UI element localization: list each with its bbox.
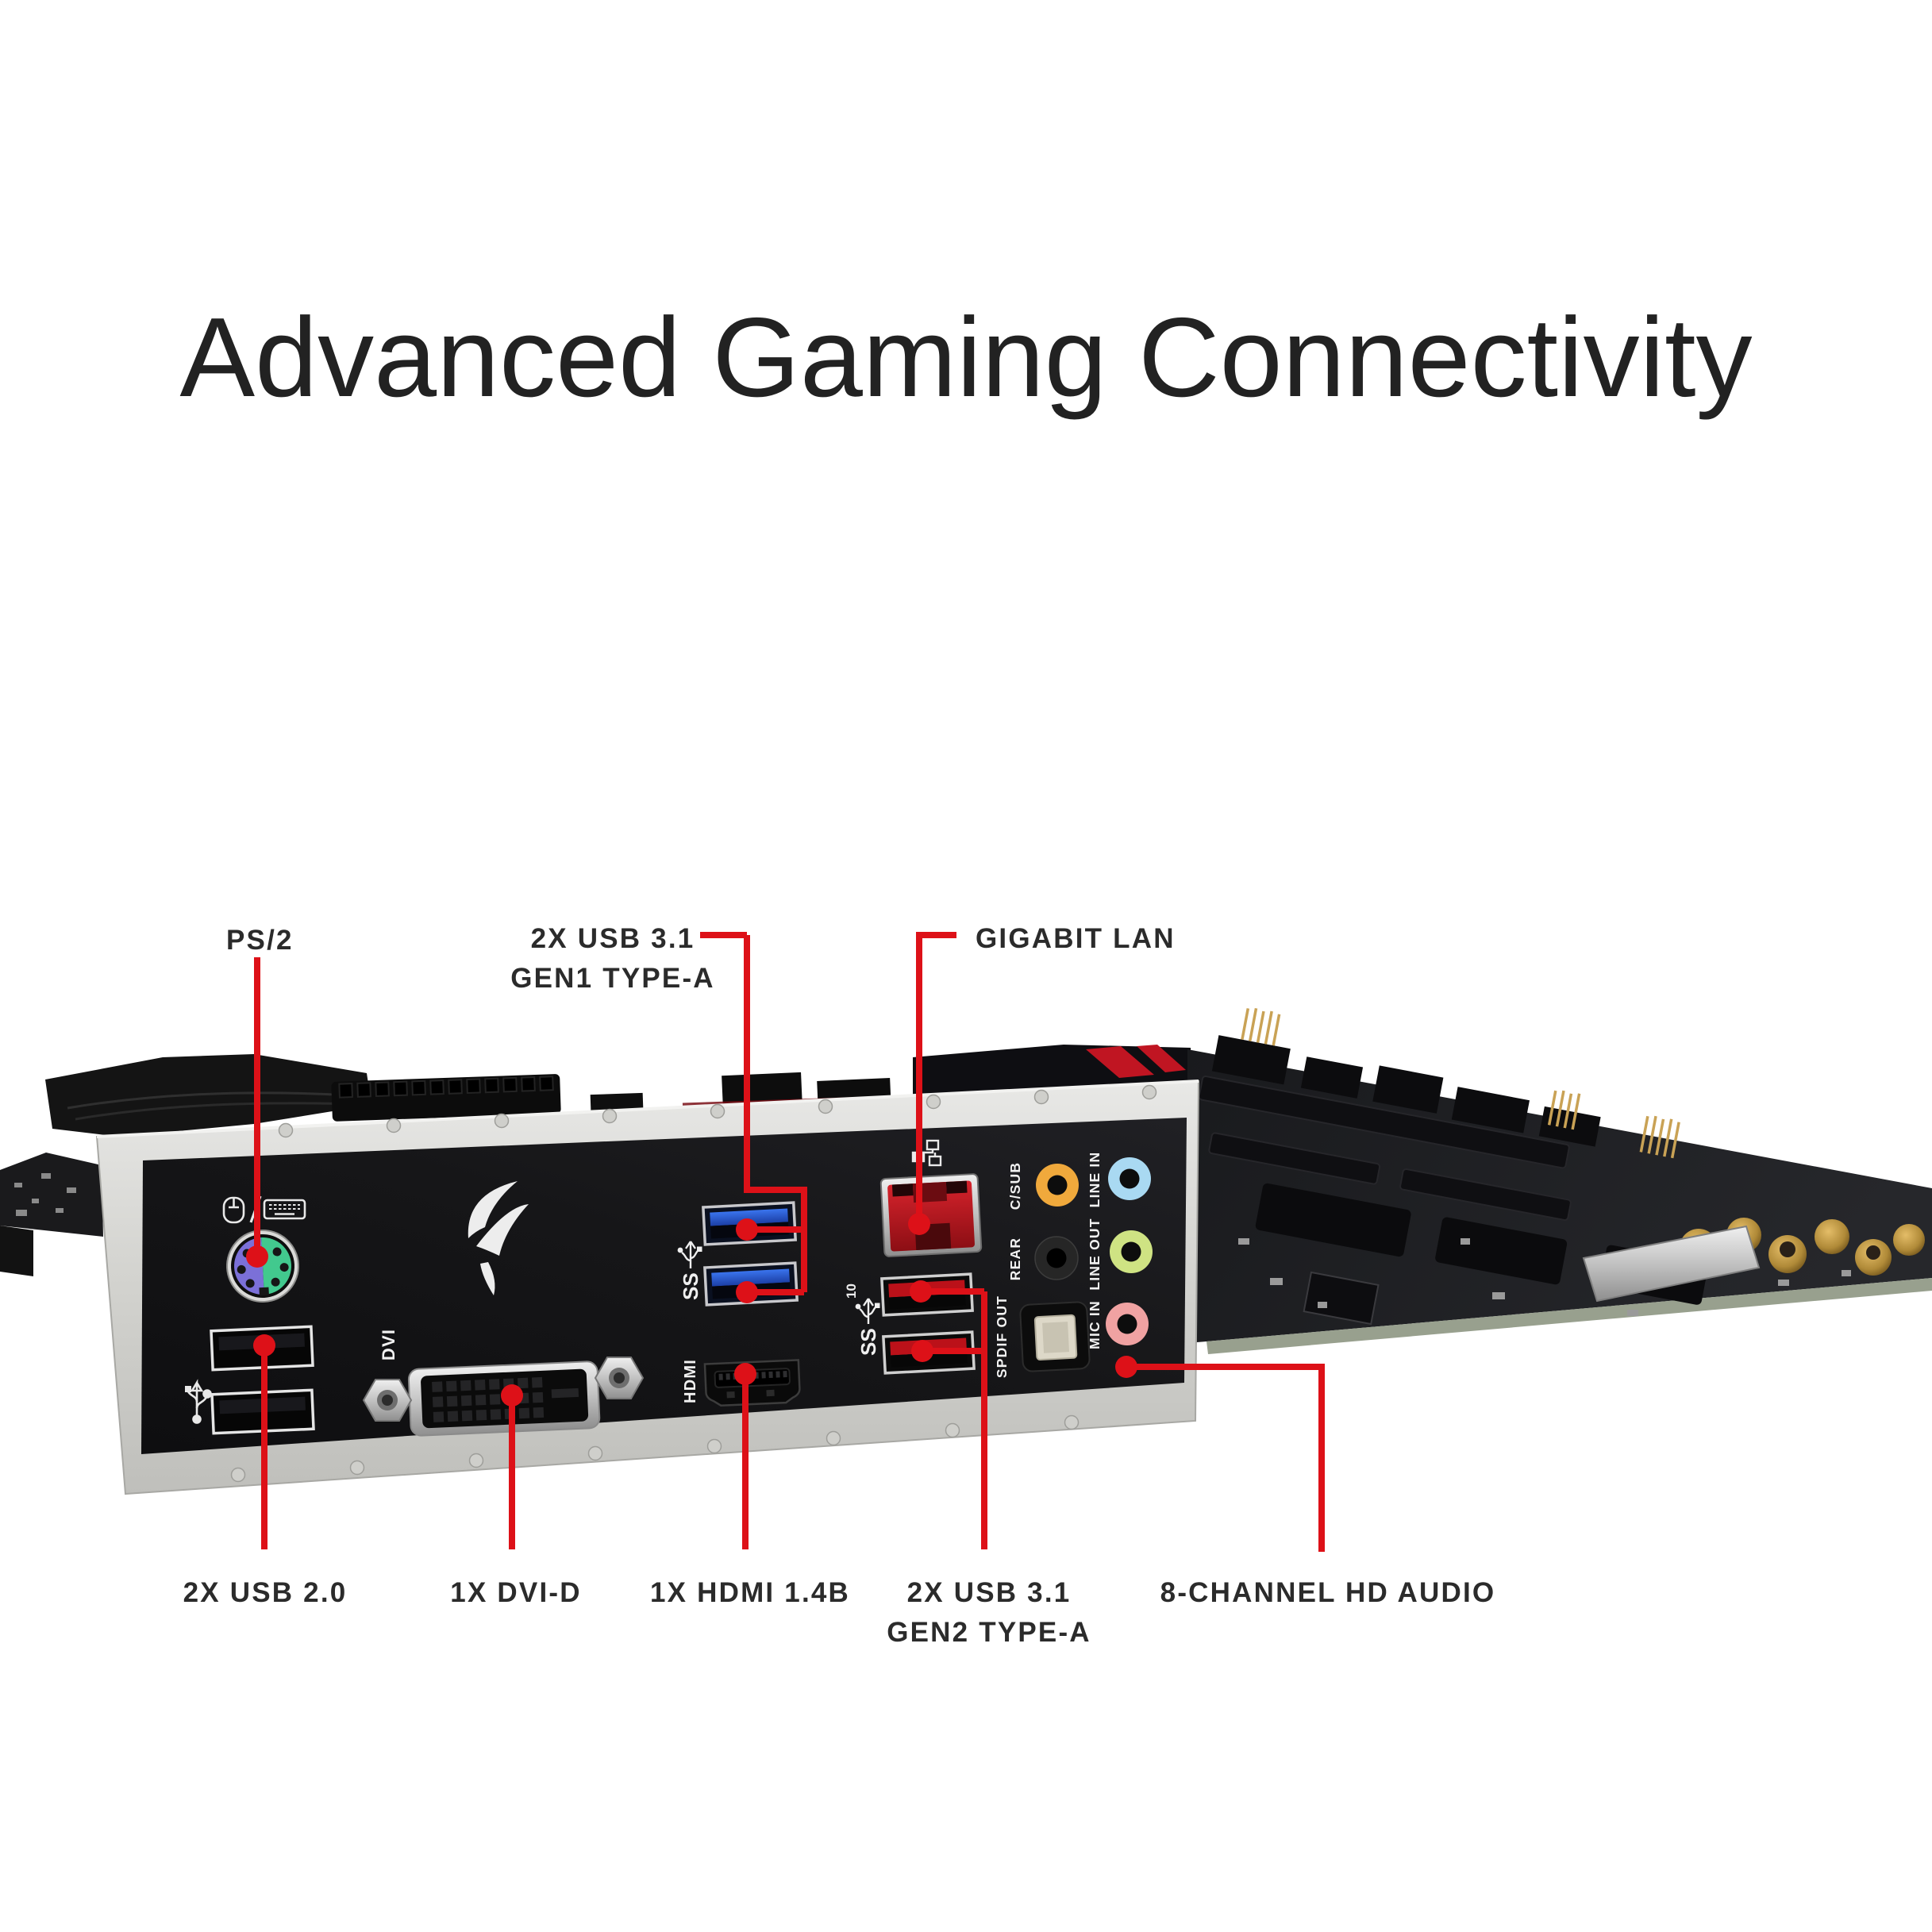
dvi-screw-left (362, 1379, 413, 1422)
page-title: Advanced Gaming Connectivity (179, 294, 1753, 421)
pcb-front-edge (1207, 1278, 1932, 1354)
hdmi-port-label: HDMI (682, 1359, 699, 1403)
spdif-out-label: SPDIF OUT (994, 1295, 1010, 1378)
svg-text:SS: SS (856, 1328, 880, 1356)
rog-logo-icon (468, 1181, 529, 1295)
lan-callout-line (916, 932, 956, 1224)
smd-parts (1238, 1238, 1851, 1316)
callout-label-gigabit-lan: GIGABIT LAN (976, 923, 1176, 954)
line-in-label: LINE IN (1087, 1152, 1103, 1208)
shield-rivets-top (278, 1084, 1157, 1138)
svg-text:SS: SS (679, 1272, 702, 1300)
heatsink-flap (45, 1054, 371, 1137)
chipset (1303, 1271, 1380, 1326)
csub-label: C/SUB (1007, 1162, 1023, 1210)
pcb-left-corner (0, 1153, 103, 1237)
rear-label: REAR (1007, 1237, 1023, 1280)
usb31-gen2-line2: GEN2 TYPE-A (887, 1616, 1091, 1648)
callout-label-usb31-gen1: 2X USB 3.1 GEN1 TYPE-A (510, 919, 715, 998)
atx-power-connector (331, 1074, 561, 1122)
callout-label-ps2: PS/2 (226, 925, 294, 956)
sata-headers (1211, 1035, 1601, 1147)
usb31-gen2-line1: 2X USB 3.1 (906, 1577, 1072, 1608)
callout-label-hdmi: 1X HDMI 1.4B (649, 1577, 851, 1608)
callout-label-dvi: 1X DVI-D (450, 1577, 582, 1608)
line-out-label: LINE OUT (1087, 1218, 1103, 1290)
callout-label-usb31-gen2: 2X USB 3.1 GEN2 TYPE-A (887, 1573, 1091, 1652)
dvi-screw-right (594, 1357, 645, 1399)
spdif-port (1019, 1301, 1091, 1372)
audio-jacks: C/SUB LINE IN REAR LINE OUT SPDIF OUT MI… (994, 1152, 1153, 1378)
usb31-gen1-line2: GEN1 TYPE-A (510, 962, 715, 994)
m2-shield (1582, 1225, 1761, 1303)
ss10-usb-icon: SS 10 (844, 1284, 880, 1356)
usb31-gen1-callout-line (700, 932, 807, 1295)
small-header (590, 1092, 644, 1111)
usb31-gen1-line1: 2X USB 3.1 (530, 923, 695, 954)
pcie-slots (1198, 1076, 1708, 1305)
dvi-port-label: DVI (379, 1329, 398, 1360)
shield-rivets-bottom (230, 1414, 1080, 1483)
usb-icon (185, 1379, 212, 1424)
ss-usb-icon: SS (677, 1241, 702, 1300)
motherboard-pcb (1187, 1007, 1932, 1354)
svg-text:10: 10 (844, 1284, 859, 1299)
callout-dots (246, 1213, 1137, 1407)
audio-callout-line (1126, 1364, 1325, 1552)
pin-headers (1241, 1007, 1680, 1159)
mic-in-label: MIC IN (1087, 1300, 1103, 1349)
callout-label-audio: 8-CHANNEL HD AUDIO (1160, 1577, 1496, 1608)
dvi-port: DVI (362, 1329, 645, 1437)
callout-label-usb20: 2X USB 2.0 (183, 1577, 348, 1608)
